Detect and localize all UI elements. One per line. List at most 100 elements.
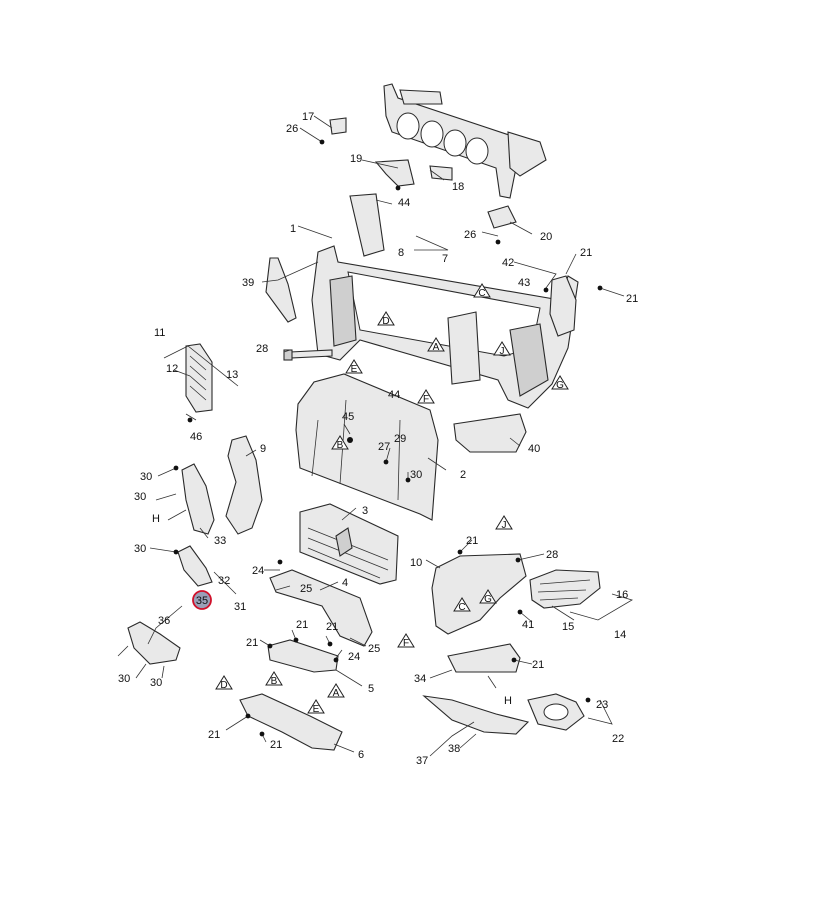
callout-23: 23 [596, 699, 608, 711]
callout-22: 22 [612, 733, 624, 745]
ref-triangle-f-upper: F [417, 389, 435, 405]
callout-21-b: 21 [626, 293, 638, 305]
callout-h-b: H [504, 695, 512, 707]
fastener-dots [173, 139, 603, 737]
svg-text:E: E [313, 704, 320, 715]
callout-26-b: 26 [464, 229, 476, 241]
callout-39: 39 [242, 277, 254, 289]
right-grille-part [529, 569, 601, 609]
callout-20: 20 [540, 231, 552, 243]
svg-text:D: D [220, 680, 227, 691]
callout-45: 45 [342, 411, 354, 423]
callout-21-h: 21 [208, 729, 220, 741]
lower-grille-part [299, 503, 399, 585]
callout-44-b: 44 [388, 389, 400, 401]
right-cover-panel-part [447, 643, 521, 673]
svg-text:C: C [458, 602, 465, 613]
callout-10: 10 [410, 557, 422, 569]
callout-29: 29 [394, 433, 406, 445]
callout-25-a: 25 [300, 583, 312, 595]
callout-12: 12 [166, 363, 178, 375]
radiator-insulator-part [453, 413, 527, 453]
fog-lamp-bezel-part [527, 693, 585, 731]
callout-43: 43 [518, 277, 530, 289]
ref-triangle-j-upper: J [493, 341, 511, 357]
front-lower-deflector-part [239, 693, 343, 751]
ref-triangle-e-lower: E [307, 699, 325, 715]
callout-21-c: 21 [466, 535, 478, 547]
lower-air-deflector-part [269, 569, 373, 647]
support-plate-part [267, 639, 339, 673]
callout-21-f: 21 [296, 619, 308, 631]
callout-35: 35 [196, 595, 208, 607]
callout-19: 19 [350, 153, 362, 165]
svg-text:J: J [502, 520, 507, 531]
callout-labels: 1 2 3 4 5 6 7 8 9 10 11 12 13 14 15 16 1… [118, 111, 638, 767]
svg-text:J: J [500, 346, 505, 357]
callout-28-b: 28 [546, 549, 558, 561]
callout-40: 40 [528, 443, 540, 455]
callout-24-b: 24 [348, 651, 360, 663]
callout-17: 17 [302, 111, 314, 123]
right-splash-shield-part [422, 695, 530, 735]
lower-shield-part [127, 621, 181, 665]
upper-bracket-part [329, 83, 547, 229]
callout-3: 3 [362, 505, 368, 517]
ref-triangle-c-upper: C [473, 283, 491, 299]
callout-8: 8 [398, 247, 404, 259]
svg-text:A: A [333, 688, 340, 699]
callout-32: 32 [218, 575, 230, 587]
callout-36: 36 [158, 615, 170, 627]
svg-text:G: G [556, 380, 564, 391]
callout-30-d: 30 [134, 543, 146, 555]
callout-4: 4 [342, 577, 348, 589]
callout-1: 1 [290, 223, 296, 235]
callout-15: 15 [562, 621, 574, 633]
svg-text:D: D [382, 316, 389, 327]
callout-13: 13 [226, 369, 238, 381]
callout-21-d: 21 [532, 659, 544, 671]
callout-21-e: 21 [246, 637, 258, 649]
bolt-part [283, 349, 333, 361]
ref-triangle-a-lower: A [327, 683, 345, 699]
ref-triangle-g-upper: G [551, 375, 569, 391]
callout-34: 34 [414, 673, 426, 685]
left-baffle-part [181, 463, 215, 535]
callout-16: 16 [616, 589, 628, 601]
highlighted-callout-35[interactable]: 35 [192, 590, 212, 610]
callout-42: 42 [502, 257, 514, 269]
callout-30-c: 30 [134, 491, 146, 503]
upper-shroud-panel-part [295, 373, 439, 521]
callout-14: 14 [614, 629, 626, 641]
ref-triangle-b-upper: B [331, 435, 349, 451]
callout-38: 38 [448, 743, 460, 755]
svg-text:F: F [403, 638, 409, 649]
callout-28-a: 28 [256, 343, 268, 355]
callout-30-b: 30 [140, 471, 152, 483]
radiator-support-part [311, 193, 579, 409]
ref-triangle-g-lower: G [479, 589, 497, 605]
callout-33: 33 [214, 535, 226, 547]
ref-triangle-f-lower: F [397, 633, 415, 649]
svg-text:G: G [484, 594, 492, 605]
callout-31: 31 [234, 601, 246, 613]
callout-30-a: 30 [410, 469, 422, 481]
callout-21-a: 21 [580, 247, 592, 259]
right-bumper-cover-part [431, 553, 527, 635]
ref-triangle-b-lower: B [265, 671, 283, 687]
callout-21-i: 21 [270, 739, 282, 751]
ref-triangle-d-upper: D [377, 311, 395, 327]
svg-text:B: B [271, 676, 278, 687]
ref-triangle-a-upper: A [427, 337, 445, 353]
callout-9: 9 [260, 443, 266, 455]
reference-markers: A A B B C C D D E E F F G G J J [215, 283, 569, 715]
ref-triangle-j-lower: J [495, 515, 513, 531]
callout-30-f: 30 [150, 677, 162, 689]
callout-37: 37 [416, 755, 428, 767]
left-air-deflector-part [225, 435, 263, 535]
lower-left-bracket-part [177, 545, 213, 587]
svg-text:F: F [423, 394, 429, 405]
svg-text:B: B [337, 440, 344, 451]
callout-27: 27 [378, 441, 390, 453]
